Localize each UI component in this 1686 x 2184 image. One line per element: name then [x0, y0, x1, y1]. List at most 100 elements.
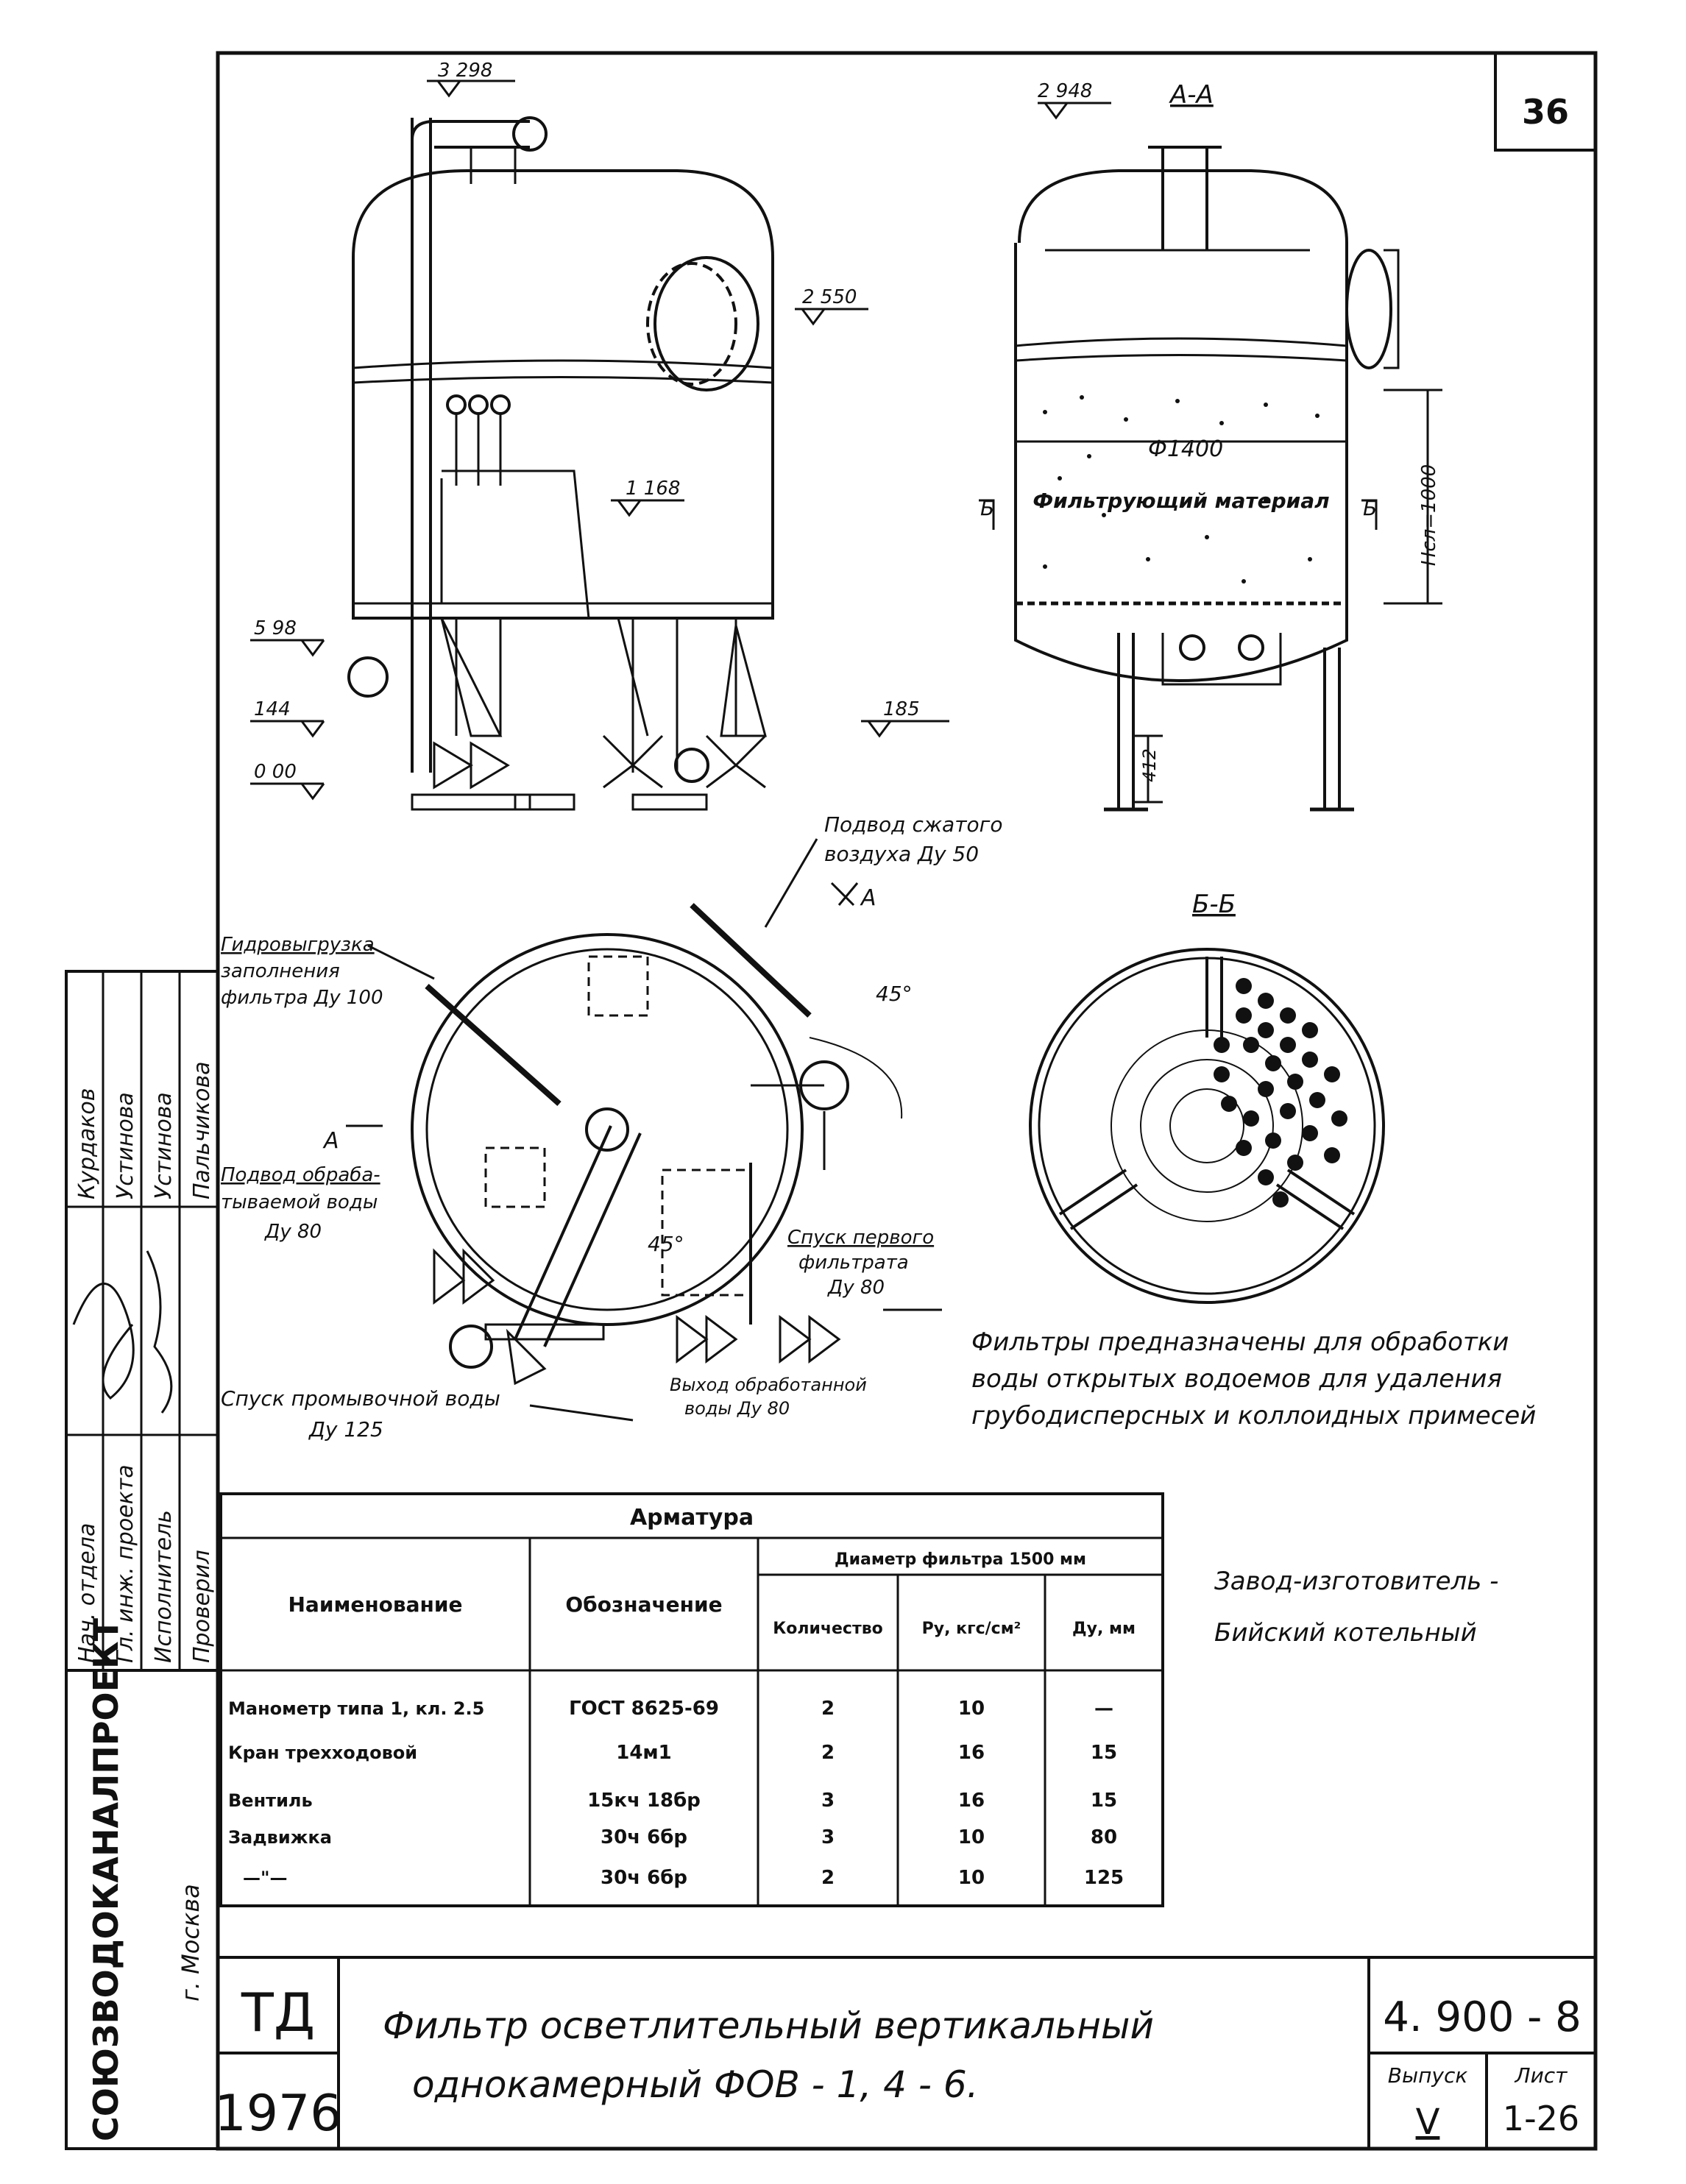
row-pressure: 10: [958, 1826, 985, 1848]
table-row: —"— 30ч 6бр 2 10 125: [243, 1867, 1124, 1889]
title-block: [218, 1956, 1595, 2149]
elevation-top-pipe: 3 298: [438, 60, 492, 82]
elevation-left-zero: 0 00: [254, 761, 297, 783]
section-media-label: Фильтрующий материал: [1033, 489, 1329, 513]
wash-drain-leader: [529, 1404, 634, 1422]
first-filtrate-label-3: Ду 80: [827, 1277, 885, 1299]
row-designation: ГОСТ 8625-69: [569, 1698, 719, 1720]
section-a-view: [979, 102, 1442, 812]
note-line-1: Фильтры предназначены для обработки: [971, 1327, 1509, 1357]
organization-name: СОЮЗВОДОКАНАЛПРОЕКТ: [86, 1617, 126, 2141]
first-filtrate-label-1: Спуск первого: [787, 1227, 934, 1249]
plan-view: [346, 882, 903, 1386]
treated-out-label-1: Выход обработанной: [670, 1375, 867, 1395]
table-col-name: Наименование: [288, 1592, 463, 1617]
air-supply-label-2: воздуха Ду 50: [824, 842, 979, 866]
row-pressure: 16: [958, 1790, 985, 1812]
row-designation: 14м1: [616, 1742, 672, 1764]
note-line-3: грубодисперсных и коллоидных примесей: [971, 1401, 1536, 1430]
row-dn: —: [1094, 1698, 1113, 1720]
first-filtrate-label-2: фильтрата: [798, 1252, 909, 1274]
table-row: Манометр типа 1, кл. 2.5 ГОСТ 8625-69 2 …: [228, 1698, 1113, 1720]
row-qty: 2: [821, 1867, 835, 1889]
table-col-dn: Ду, мм: [1072, 1620, 1136, 1638]
table-row: Вентиль 15кч 18бр 3 16 15: [228, 1790, 1117, 1812]
treated-in-label-1: Подвод обраба-: [221, 1164, 380, 1186]
row-designation: 30ч 6бр: [601, 1867, 687, 1889]
wash-drain-label-2: Ду 125: [308, 1417, 383, 1442]
elevation-left-upper: 5 98: [254, 617, 297, 639]
air-supply-leader: [764, 838, 818, 928]
stamp-role-4: Проверил: [189, 1550, 215, 1663]
elevation-left-mid: 144: [254, 698, 291, 720]
cut-b-left: Б: [980, 496, 994, 520]
row-qty: 3: [821, 1826, 835, 1848]
issue-number: V: [1416, 2102, 1440, 2143]
signature-stamp: [66, 971, 218, 1672]
stamp-name-4: Пальчикова: [189, 1061, 215, 1199]
section-leg-height: 412: [1139, 748, 1160, 782]
table-group-header: Диаметр фильтра 1500 мм: [835, 1550, 1086, 1569]
elevation-manhole: 2 550: [802, 286, 857, 308]
row-name: Вентиль: [228, 1790, 313, 1811]
hydro-leader: [367, 944, 435, 980]
row-name: —"—: [243, 1868, 288, 1888]
row-qty: 2: [821, 1698, 835, 1720]
elevation-right-outlet: 185: [883, 698, 920, 720]
year: 1976: [214, 2085, 341, 2143]
plan-angle-top: 45°: [876, 982, 913, 1006]
treated-out-label-2: воды Ду 80: [684, 1398, 790, 1419]
section-media-height: Hсл=1000: [1418, 464, 1440, 566]
stamp-role-2: Гл. инж. проекта: [113, 1464, 138, 1663]
sheet-number: 1-26: [1503, 2099, 1579, 2138]
row-qty: 2: [821, 1742, 835, 1764]
front-view: [347, 116, 774, 811]
table-col-pressure: Ру, кгс/см²: [922, 1620, 1021, 1638]
section-b-view: [1029, 948, 1385, 1304]
row-name: Манометр типа 1, кл. 2.5: [228, 1698, 484, 1719]
manufacturer-line-2: Бийский котельный: [1214, 1618, 1477, 1648]
treated-in-label-2: тываемой воды: [221, 1191, 378, 1213]
table-col-qty: Количество: [773, 1620, 882, 1638]
document-code: 4. 900 - 8: [1383, 1993, 1581, 2041]
row-qty: 3: [821, 1790, 835, 1812]
organization-city: г. Москва: [177, 1884, 205, 2002]
sheet-label: Лист: [1515, 2063, 1568, 2088]
row-dn: 15: [1091, 1742, 1117, 1764]
row-designation: 15кч 18бр: [587, 1790, 701, 1812]
row-pressure: 16: [958, 1742, 985, 1764]
section-b-title: Б-Б: [1192, 890, 1236, 919]
table-col-designation: Обозначение: [565, 1592, 722, 1617]
hydro-label-3: фильтра Ду 100: [221, 987, 383, 1009]
section-diameter-label: Ф1400: [1148, 436, 1223, 462]
note-line-2: воды открытых водоемов для удаления: [971, 1364, 1502, 1394]
row-pressure: 10: [958, 1698, 985, 1720]
hydro-label-2: заполнения: [221, 960, 340, 982]
treated-in-label-3: Ду 80: [264, 1221, 322, 1243]
hydro-label-1: Гидровыгрузка: [221, 934, 375, 956]
wash-drain-label-1: Спуск промывочной воды: [221, 1386, 500, 1411]
plan-angle-bottom: 45°: [648, 1232, 684, 1256]
cut-b-right: Б: [1363, 496, 1377, 520]
row-dn: 125: [1084, 1867, 1124, 1889]
stamp-name-1: Курдаков: [74, 1088, 100, 1199]
table-title: Арматура: [630, 1505, 754, 1531]
row-name: Кран трехходовой: [228, 1742, 417, 1763]
manufacturer-line-1: Завод-изготовитель -: [1214, 1567, 1498, 1596]
air-supply-label-1: Подвод сжатого: [824, 812, 1003, 837]
stamp-name-2: Устинова: [113, 1092, 138, 1199]
elevation-marks-front: [250, 79, 949, 801]
td-mark: ТД: [241, 1982, 315, 2043]
armature-table: [219, 1492, 1164, 1907]
page-number: 36: [1522, 92, 1569, 132]
stamp-role-1: Нач. отдела: [74, 1523, 100, 1663]
row-dn: 15: [1091, 1790, 1117, 1812]
drawing-title-line-2: однокамерный ФОВ - 1, 4 - 6.: [412, 2063, 979, 2106]
section-a-title: А-А: [1169, 80, 1214, 110]
row-designation: 30ч 6бр: [601, 1826, 687, 1848]
elevation-middle: 1 168: [626, 478, 680, 500]
stamp-role-3: Исполнитель: [151, 1510, 177, 1663]
issue-label: Выпуск: [1388, 2063, 1468, 2088]
row-pressure: 10: [958, 1867, 985, 1889]
